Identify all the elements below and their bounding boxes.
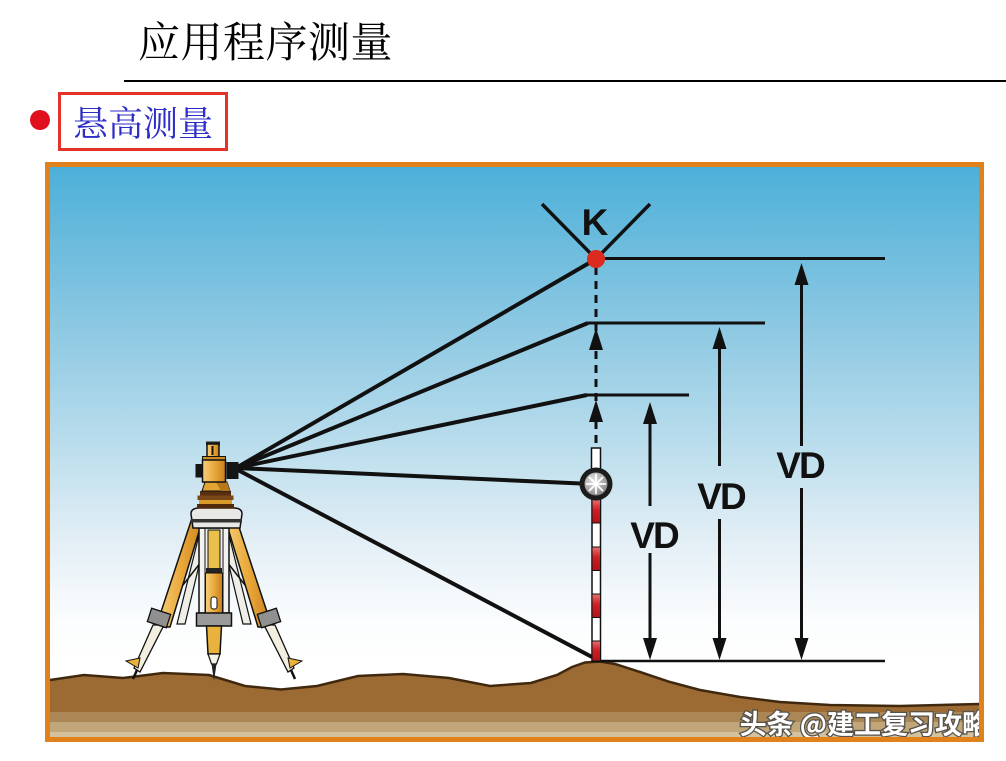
svg-text:VD: VD xyxy=(776,445,825,486)
svg-text:头条 @建工复习攻略: 头条 @建工复习攻略 xyxy=(740,703,989,742)
svg-text:VD: VD xyxy=(697,476,746,517)
svg-text:K: K xyxy=(582,202,609,243)
svg-text:VD: VD xyxy=(630,515,679,556)
